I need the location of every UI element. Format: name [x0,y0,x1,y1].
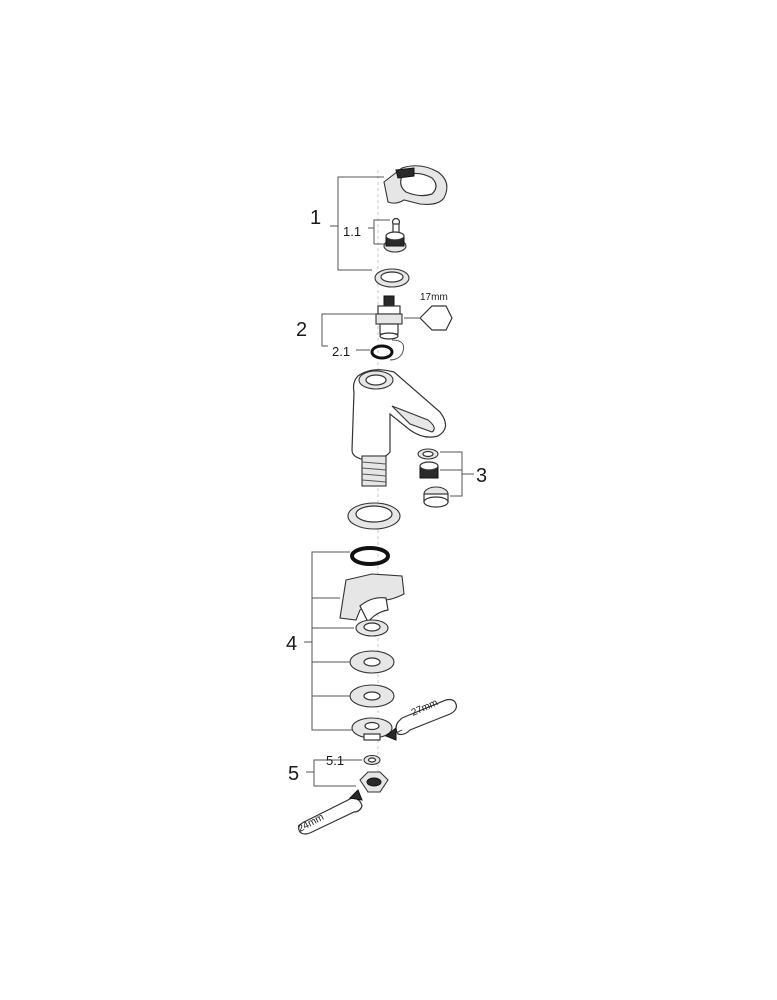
part-aerator-washer [417,448,439,460]
part-base-ring [347,502,401,530]
part-threaded-shank [361,455,387,487]
part-gasket-black [350,546,390,566]
label-5-1: 5.1 [326,753,344,768]
bracket-5 [306,759,362,787]
part-lock-nut [351,717,393,741]
part-ring-1 [374,268,410,288]
bracket-1 [330,176,390,271]
arrow-rotate [389,339,405,361]
tool-wrench-27mm [385,698,457,741]
bracket-2 [321,313,376,351]
part-aerator-insert [419,461,439,479]
part-hex-nut [359,771,389,793]
label-hex-17mm: 17mm [420,292,448,303]
bracket-4 [304,551,354,731]
part-screw-cartridge [383,217,407,253]
bracket-3 [440,451,474,497]
tool-wrench-24mm [298,789,363,835]
label-1-1: 1.1 [343,224,361,239]
part-washer-5-1 [363,754,381,766]
label-5: 5 [288,763,299,785]
label-4: 4 [286,633,297,655]
part-washer-large-2 [349,684,395,708]
part-spout-body [351,369,447,461]
label-2: 2 [296,319,307,341]
part-countertop-section [339,573,405,624]
part-valve-body [375,295,403,340]
part-aerator-housing [423,486,449,508]
tool-hex-17mm [404,305,453,331]
part-o-ring-2-1 [370,344,394,360]
label-1: 1 [310,207,321,229]
part-washer-small [355,619,389,637]
label-2-1: 2.1 [332,344,350,359]
part-washer-large-1 [349,650,395,674]
label-3: 3 [476,465,487,487]
part-handle [383,165,448,205]
